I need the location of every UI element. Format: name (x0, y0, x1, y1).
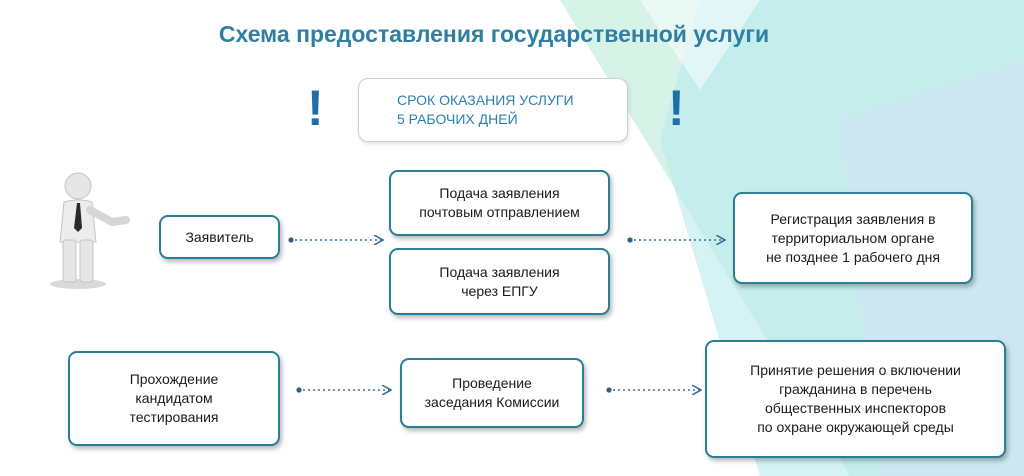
arrow-testing-to-commission (296, 387, 390, 392)
exclamation-icon-right: ! (668, 80, 685, 136)
person-icon (50, 172, 130, 289)
deadline-box: СРОК ОКАЗАНИЯ УСЛУГИ 5 РАБОЧИХ ДНЕЙ (358, 78, 628, 142)
decision-box: Принятие решения о включении гражданина … (705, 340, 1006, 458)
arrow-commission-to-decision (606, 387, 700, 392)
arrow-submission-to-registration (627, 237, 724, 242)
commission-box: Проведение заседания Комиссии (400, 358, 584, 428)
arrow-applicant-to-submission (288, 237, 382, 242)
bg-shape-white (640, 0, 760, 90)
exclamation-icon-left: ! (307, 80, 324, 136)
applicant-box: Заявитель (159, 215, 280, 259)
submission-by-mail-box: Подача заявления почтовым отправлением (389, 170, 610, 236)
registration-box: Регистрация заявления в территориальном … (733, 192, 973, 284)
submission-via-epgu-box: Подача заявления через ЕПГУ (389, 248, 610, 315)
diagram-title: Схема предоставления государственной усл… (218, 21, 770, 47)
testing-box: Прохождение кандидатом тестирования (68, 351, 280, 446)
